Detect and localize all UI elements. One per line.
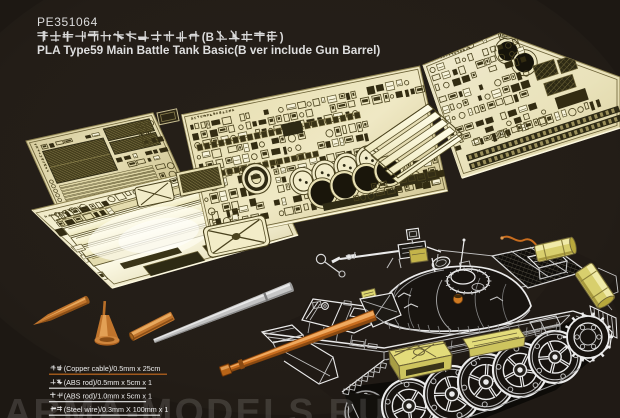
svg-text:(ABS rod)/1.0mm x 5cm x 1: (ABS rod)/1.0mm x 5cm x 1 — [64, 392, 152, 401]
svg-text:ARMA-MODELS.RU: ARMA-MODELS.RU — [4, 390, 388, 418]
svg-text:PLA Type59 Main Battle Tank Ba: PLA Type59 Main Battle Tank Basic(B ver … — [37, 43, 380, 57]
svg-text:): ) — [280, 32, 284, 44]
svg-text:(B: (B — [202, 32, 214, 44]
svg-text:PE351064: PE351064 — [37, 15, 98, 29]
svg-text:(Steel wire)/0.3mm X 100mm x 1: (Steel wire)/0.3mm X 100mm x 1 — [64, 405, 169, 414]
svg-text:(Copper cable)/0.5mm x 25cm: (Copper cable)/0.5mm x 25cm — [64, 364, 161, 373]
svg-text:(ABS rod)/0.5mm x 5cm x 1: (ABS rod)/0.5mm x 5cm x 1 — [64, 378, 152, 387]
